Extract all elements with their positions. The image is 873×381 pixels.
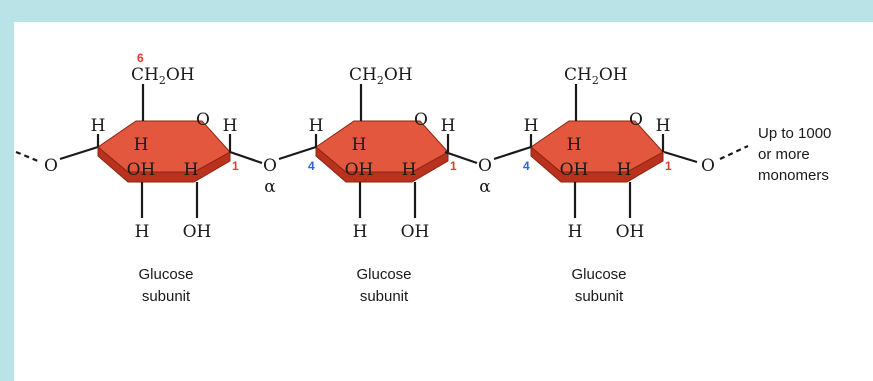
unit-caption-line-1: Glucose [138, 266, 193, 283]
hydroxyl-c3-inner: OH [560, 160, 589, 180]
hydrogen-c2-inner: H [402, 160, 417, 180]
hydrogen-c4-up: H [309, 116, 324, 136]
note-line-2: or more [758, 146, 810, 163]
glycogen-chain-diagram: O O Up to 1000 or more monomers CH2OH 6 … [15, 51, 831, 305]
ring-oxygen: O [629, 110, 643, 130]
hydrogen-c3-down: H [353, 222, 368, 242]
hydrogen-c3-down: H [135, 222, 150, 242]
ring-oxygen: O [414, 110, 428, 130]
hydrogen-c5-inner: H [567, 135, 582, 155]
chain-continuation-left [15, 150, 39, 163]
bridge-oxygen: O [478, 156, 492, 176]
hydrogen-c1-up: H [223, 116, 238, 136]
unit-caption-line-1: Glucose [356, 266, 411, 283]
hydrogen-c4-up: H [91, 116, 106, 136]
hydrogen-c2-inner: H [617, 160, 632, 180]
hydroxyl-c2-down: OH [183, 222, 212, 242]
unit-caption-line-2: subunit [142, 288, 191, 305]
diagram-frame: O O Up to 1000 or more monomers CH2OH 6 … [14, 22, 873, 381]
note-line-1: Up to 1000 [758, 125, 831, 142]
ch2oh-group: CH2OH [349, 65, 413, 87]
unit-caption-line-2: subunit [575, 288, 624, 305]
hydrogen-c2-inner: H [184, 160, 199, 180]
bond-bridge-o-c4 [278, 145, 317, 161]
terminal-oxygen-left: O [44, 156, 58, 176]
chain-continuation-right [719, 145, 749, 160]
glucose-unit-1: CH2OH 6 O H H H OH H H OH 1 Glucose subu… [91, 51, 239, 305]
bridge-oxygen: O [263, 156, 277, 176]
glycosidic-linkage-1: O α [229, 145, 317, 197]
note-line-3: monomers [758, 167, 829, 184]
glycosidic-linkage-2: O α [444, 145, 532, 197]
hydroxyl-c2-down: OH [401, 222, 430, 242]
bond-c1-bridge-o [229, 150, 263, 165]
bond-bridge-o-c4 [493, 145, 532, 161]
bond-o-c4-left [59, 145, 99, 161]
bond-c1-o-right [663, 150, 698, 164]
carbon-1-label: 1 [450, 159, 457, 173]
carbon-6-label: 6 [137, 51, 144, 65]
hydrogen-c1-up: H [656, 116, 671, 136]
hydrogen-c5-inner: H [352, 135, 367, 155]
alpha-label: α [264, 177, 276, 197]
bond-c1-bridge-o [444, 150, 478, 165]
hydrogen-c3-down: H [568, 222, 583, 242]
hydroxyl-c3-inner: OH [127, 160, 156, 180]
ring-oxygen: O [196, 110, 210, 130]
hydroxyl-c3-inner: OH [345, 160, 374, 180]
ch2oh-group: CH2OH [564, 65, 628, 87]
unit-caption-line-2: subunit [360, 288, 409, 305]
hydrogen-c1-up: H [441, 116, 456, 136]
hydroxyl-c2-down: OH [616, 222, 645, 242]
glucose-unit-3: CH2OH O H H H OH H H OH 1 4 Glucose subu… [523, 65, 672, 305]
hydrogen-c4-up: H [524, 116, 539, 136]
carbon-1-label: 1 [232, 159, 239, 173]
glucose-unit-2: CH2OH O H H H OH H H OH 1 4 Glucose subu… [308, 65, 457, 305]
carbon-1-label: 1 [665, 159, 672, 173]
terminal-oxygen-right: O [701, 156, 715, 176]
carbon-4-label: 4 [308, 159, 315, 173]
carbon-4-label: 4 [523, 159, 530, 173]
alpha-label: α [479, 177, 491, 197]
hydrogen-c5-inner: H [134, 135, 149, 155]
unit-caption-line-1: Glucose [571, 266, 626, 283]
ch2oh-group: CH2OH [131, 65, 195, 87]
